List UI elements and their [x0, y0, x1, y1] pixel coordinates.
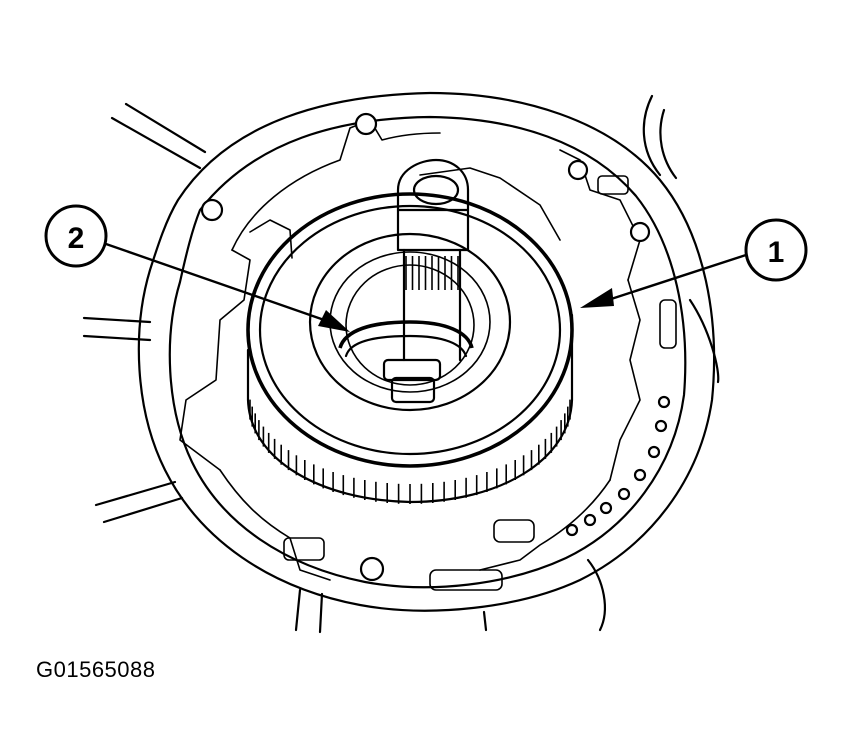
pump-housing: [137, 91, 716, 612]
seal-ring-1: [246, 192, 574, 468]
clutch-drum: [246, 192, 574, 504]
callout-2-arrowhead: [318, 310, 350, 332]
drum-teeth: [249, 399, 571, 504]
housing-inner-details: [179, 119, 677, 591]
seal-ring-2-group: [338, 320, 474, 358]
callout-2: 2: [44, 204, 350, 332]
callout-1-label: 1: [768, 236, 785, 269]
callout-2-label: 2: [68, 222, 85, 255]
callout-1-arrowhead: [580, 288, 614, 308]
input-shaft: [382, 158, 470, 404]
seal-ring-2: [338, 320, 474, 349]
bolt-holes: [200, 112, 671, 582]
shaft-splines: [405, 256, 459, 290]
outer-frame-lines: [82, 94, 720, 634]
callout-1: 1: [580, 218, 808, 308]
figure-code: G01565088: [36, 657, 156, 682]
